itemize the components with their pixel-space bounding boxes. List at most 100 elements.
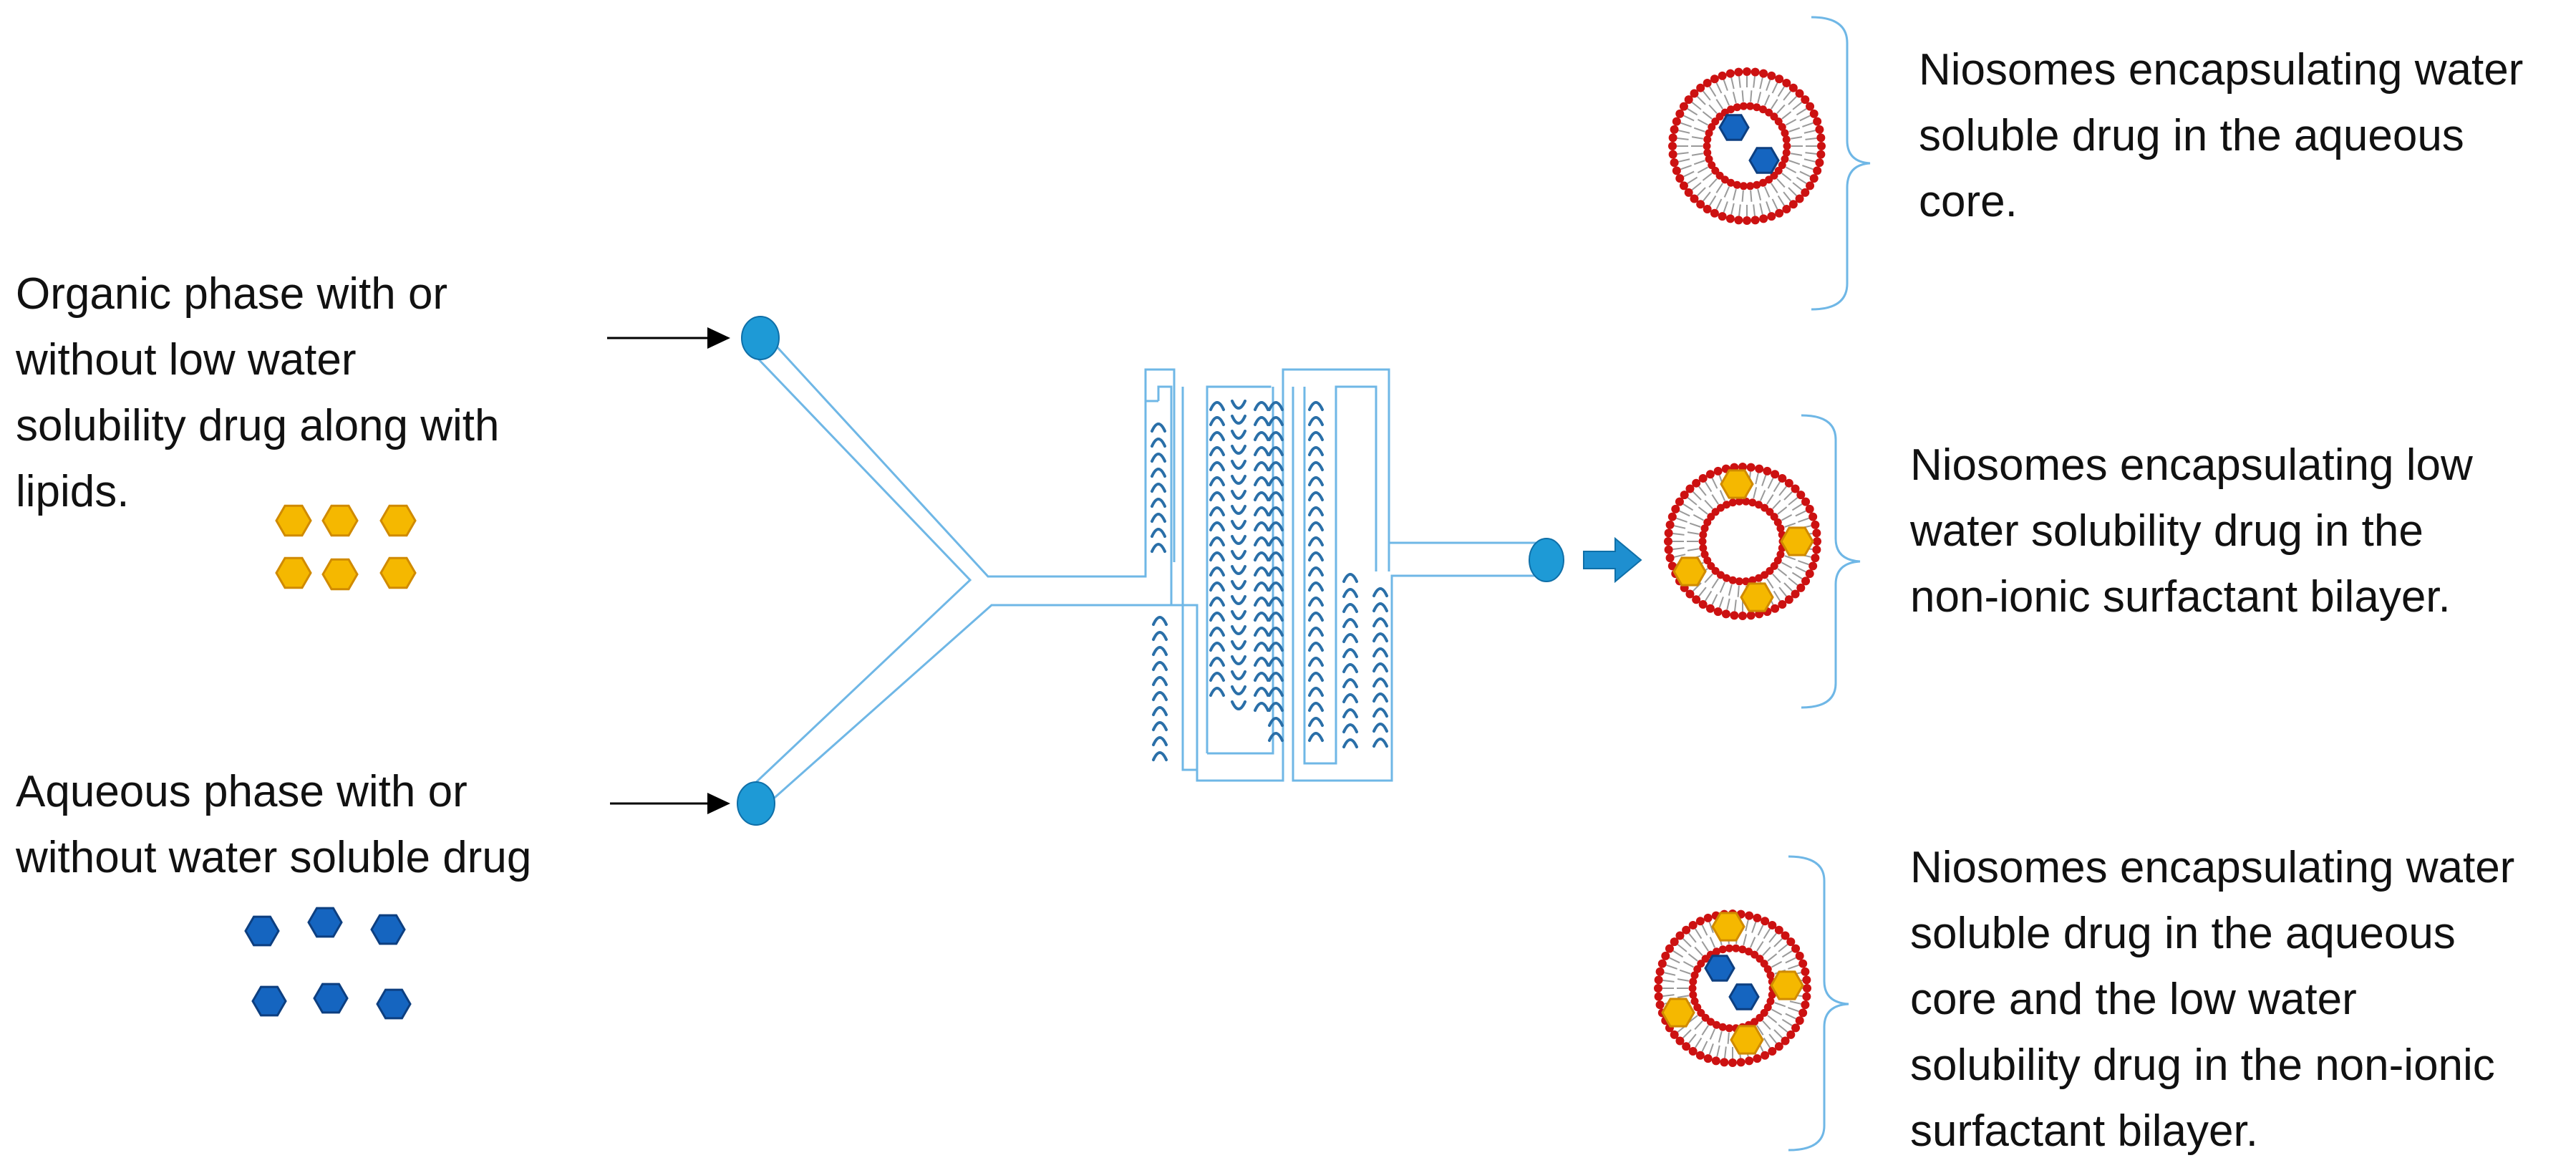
hydrophilic-drug-icon [1728, 983, 1760, 1010]
lipid-head [1809, 174, 1819, 183]
lipid-head [1690, 89, 1699, 98]
chevron-mark [1209, 612, 1225, 622]
lipid-tail [1778, 486, 1787, 496]
chevron-mark [1231, 670, 1246, 680]
lipid-tail [1776, 104, 1786, 115]
lipid-head [1697, 1008, 1705, 1017]
lipid-tail [1761, 475, 1767, 486]
lipid-head [1667, 561, 1677, 571]
lipid-head [1703, 1054, 1713, 1063]
lipid-head [1813, 166, 1822, 175]
lipid-head [1744, 947, 1753, 956]
lipid-tail [1698, 506, 1708, 515]
lipid-head [1703, 913, 1713, 922]
lipid-head [1808, 512, 1818, 521]
lipid-head [1721, 609, 1730, 619]
lipid-head [1703, 135, 1712, 144]
chevron-mark [1372, 708, 1388, 718]
lipid-tail [1783, 191, 1791, 202]
lipid-tail [1703, 90, 1711, 101]
lipid-head [1768, 1047, 1777, 1056]
lipid-head [1801, 576, 1811, 586]
chevron-mark [1254, 597, 1269, 607]
lipid-head [1817, 142, 1826, 150]
chevron-mark [1152, 646, 1168, 656]
text-line: without water soluble drug [16, 833, 532, 882]
lipid-tail [1697, 166, 1708, 174]
text-line: surfactant bilayer. [1910, 1106, 2258, 1156]
chevron-mark [1372, 602, 1388, 612]
lipid-tail [1672, 533, 1685, 536]
lipid-head [1690, 194, 1699, 203]
lipid-head [1684, 188, 1693, 197]
lipid-tail [1732, 188, 1737, 201]
chevron-mark [1209, 597, 1225, 607]
lipid-head [1748, 498, 1757, 507]
lipid-head [1696, 200, 1705, 209]
lipid-head [1742, 497, 1751, 506]
chevron-mark [1231, 565, 1246, 575]
lipid-tail [1693, 127, 1705, 132]
lipid-tail [1724, 1046, 1727, 1058]
hydrophobic-drug-icon [321, 558, 359, 591]
chevron-mark [1342, 738, 1358, 748]
lipid-head [1766, 971, 1775, 980]
lipid-tail [1701, 925, 1708, 936]
lipid-head [1693, 965, 1702, 973]
lipid-tail [1773, 590, 1781, 602]
lipid-tail [1795, 510, 1806, 517]
chevron-mark [1268, 687, 1284, 697]
lipid-head [1801, 497, 1811, 506]
lipid-head [1665, 520, 1675, 529]
lipid-head [1703, 78, 1712, 87]
lipid-head [1788, 83, 1798, 92]
chevron-mark [1372, 587, 1388, 597]
chevron-mark [1209, 476, 1225, 486]
aqueous-phase-label: Aqueous phase with or without water solu… [16, 759, 589, 891]
lipid-head [1665, 944, 1674, 953]
lipid-tail [1766, 201, 1771, 213]
chevron-mark [1254, 702, 1269, 712]
chevron-mark [1342, 648, 1358, 658]
text-line: Aqueous phase with or [16, 767, 468, 816]
lipid-head [1682, 1042, 1691, 1051]
lipid-head [1768, 920, 1777, 930]
lipid-head [1713, 607, 1723, 617]
lipid-tail [1715, 82, 1723, 94]
chevron-mark [1342, 633, 1358, 643]
lipid-head [1774, 117, 1783, 126]
lipid-tail [1791, 571, 1803, 579]
chevron-mark [1372, 632, 1388, 642]
chevron-mark [1342, 603, 1358, 613]
lipid-head [1782, 148, 1791, 157]
lipid-head [1778, 473, 1787, 483]
chevron-mark [1342, 573, 1358, 583]
lipid-tail [1788, 577, 1798, 586]
lipid-head [1760, 960, 1768, 968]
chevron-mark [1151, 438, 1166, 448]
lipid-tail [1778, 944, 1788, 952]
lipid-tail [1672, 547, 1685, 550]
chevron-mark [1152, 616, 1168, 626]
lipid-head [1753, 1054, 1762, 1063]
lipid-head [1755, 464, 1764, 473]
lipid-tail [1682, 503, 1694, 511]
lipid-tail [1777, 568, 1788, 576]
lipid-head [1776, 550, 1785, 559]
lipid-head [1776, 524, 1785, 533]
lipid-tail [1805, 152, 1817, 155]
lipid-tail [1753, 76, 1756, 88]
lipid-head [1727, 105, 1735, 114]
lipid-tail [1694, 1020, 1703, 1031]
lipid-tail [1778, 1024, 1788, 1033]
lipid-head [1751, 1018, 1759, 1026]
lipid-tail [1677, 944, 1688, 952]
lipid-tail [1705, 481, 1713, 493]
serpentine-channel [1146, 370, 1425, 759]
lipid-tail [1719, 490, 1726, 501]
hydrophilic-drug-icon [244, 915, 280, 947]
lipid-head [1791, 944, 1801, 953]
chevron-mark [1231, 595, 1246, 605]
lipid-head [1801, 95, 1810, 105]
text-line: core. [1919, 177, 2018, 226]
